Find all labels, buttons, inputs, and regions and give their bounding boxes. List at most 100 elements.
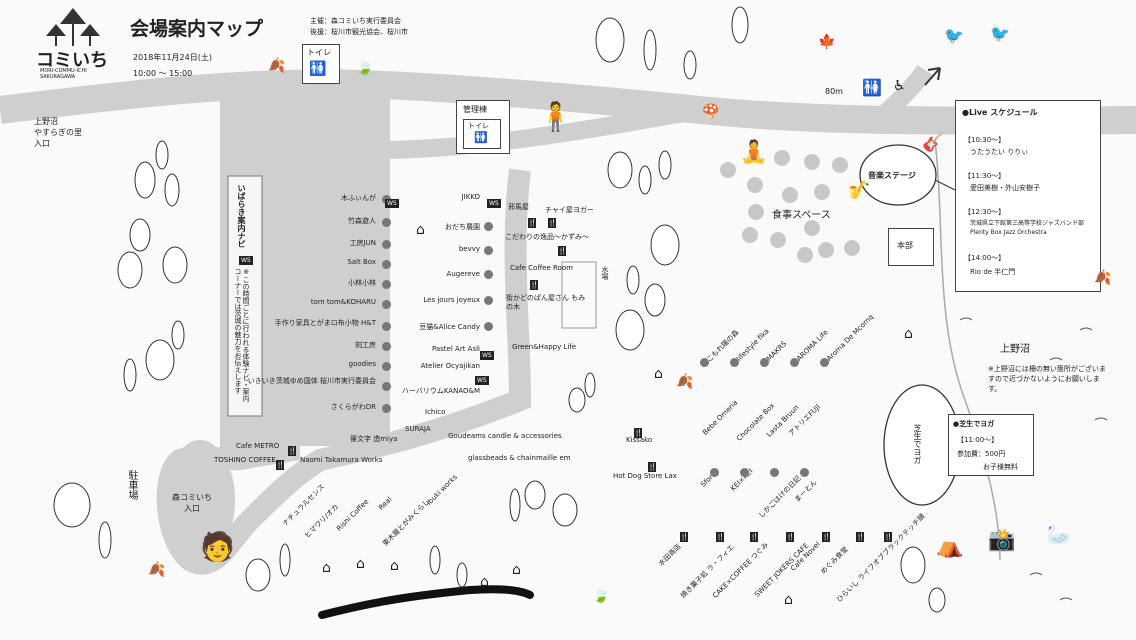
live-slot-name: うたうたい りりぃ bbox=[970, 148, 1029, 156]
live-slot-name: 茨城県立下館第三高等学校ジャズバンド部 Plenty Box Jazz Orch… bbox=[970, 220, 1085, 236]
vendor-mid[interactable]: おだち農園 bbox=[445, 223, 480, 231]
food-icon: 🍴 bbox=[634, 427, 643, 438]
food-space-label: 食事スペース bbox=[772, 210, 831, 221]
vendor-bottom[interactable]: glassbeads & chainmaille em bbox=[468, 454, 571, 462]
logo-trees-icon bbox=[46, 8, 100, 46]
vendor-mid[interactable]: Pastel Art Asli bbox=[431, 345, 480, 353]
vendor-dot bbox=[382, 342, 391, 351]
food-icon: 🍴 bbox=[822, 531, 831, 542]
booth-icon: ⌂ bbox=[904, 326, 913, 342]
toilet-box: トイレ 🚻 bbox=[302, 44, 340, 84]
vendor-mid[interactable]: Ichico bbox=[425, 408, 446, 416]
vendor-dot bbox=[382, 300, 391, 309]
food-vendor[interactable]: 邪馬屋 bbox=[508, 203, 529, 211]
distance-label: 80m bbox=[825, 87, 843, 96]
vendor-left[interactable]: 木ふぃんが bbox=[341, 194, 376, 202]
vendor-bottom[interactable]: Naomi Takamura Works bbox=[300, 456, 383, 464]
vendor-left[interactable]: 工房JUN bbox=[349, 239, 376, 247]
food-vendor[interactable]: Cafe Coffee Room bbox=[510, 264, 573, 272]
ws-tag-label: WS bbox=[480, 351, 494, 360]
ws-tag: WS bbox=[477, 345, 494, 364]
vendor-left[interactable]: 小林小林 bbox=[348, 279, 376, 287]
cafe-vendor[interactable]: Cafe METRO bbox=[236, 442, 280, 450]
vendor-mid[interactable]: Les jours joyeux bbox=[423, 296, 480, 304]
leaf-icon: 🍃 bbox=[356, 60, 374, 76]
vendor-mid[interactable]: bevvy bbox=[458, 245, 480, 253]
vendor-left[interactable]: Salt Box bbox=[347, 258, 376, 266]
vendor-dot bbox=[382, 404, 391, 413]
ws-tag: WS bbox=[472, 370, 489, 389]
vendor-mid[interactable]: SURAJA bbox=[405, 425, 431, 433]
vendor-dot bbox=[484, 222, 493, 231]
food-vendor[interactable]: チャイ屋ヨガー bbox=[545, 206, 594, 214]
pond-note: ※上野沼には柵の無い箇所がございますので近づかないようにお願いします。 bbox=[988, 365, 1106, 393]
left-entrance-label: 上野沼 やすらぎの里 入口 bbox=[34, 117, 82, 148]
vendor-dot bbox=[820, 358, 829, 367]
booth-icon: ⌂ bbox=[654, 366, 663, 382]
booth-icon: ⌂ bbox=[390, 558, 399, 574]
bird-icon: 🐦 bbox=[944, 26, 964, 45]
vendor-bottom[interactable]: Goudeams candle & accessories bbox=[448, 432, 562, 440]
vendor-left[interactable]: goodies bbox=[348, 360, 376, 368]
photographer-icon: 📸 bbox=[988, 528, 1016, 553]
vendor-dot bbox=[730, 358, 739, 367]
event-time: 10:00 〜 15:00 bbox=[133, 69, 193, 78]
vendor-bottom[interactable]: 篠文字 造miya bbox=[350, 435, 398, 443]
yoga-bubble-label: 芝生でヨガ bbox=[913, 424, 922, 464]
vendor-right-lower[interactable]: Hot Dog Store Lax bbox=[613, 472, 677, 480]
vendor-dot bbox=[382, 362, 391, 371]
booth-icon: ⌂ bbox=[416, 222, 425, 238]
yoga-title: ●芝生でヨガ bbox=[953, 420, 995, 428]
ws-tag-label: WS bbox=[385, 199, 399, 208]
kanri-label: 管理棟 bbox=[463, 105, 487, 114]
vendor-mid[interactable]: ハーバリウムKANAO&M bbox=[401, 387, 480, 395]
vendor-left[interactable]: 竹森遊人 bbox=[348, 217, 376, 225]
food-vendor[interactable]: Green&Happy Life bbox=[512, 343, 577, 351]
accessible-toilet-icon: ♿ bbox=[893, 78, 906, 94]
ws-tag: WS bbox=[236, 250, 253, 269]
vendor-dot bbox=[800, 468, 809, 477]
vendor-mid[interactable]: Augereve bbox=[446, 270, 480, 278]
bird-icon: 🐦 bbox=[990, 24, 1010, 43]
vendor-left[interactable]: 手作り家具とがまロ布小物 H&T bbox=[274, 319, 376, 327]
restroom-icon: 🚻 bbox=[862, 78, 882, 97]
vendor-dot bbox=[382, 260, 391, 269]
organizer: 主催：森コミいち実行委員会 bbox=[310, 17, 401, 25]
vendor-dot bbox=[382, 322, 391, 331]
food-icon: 🍴 bbox=[856, 531, 865, 542]
vendor-left[interactable]: tom tom&KOHARU bbox=[310, 298, 376, 306]
toilet-icon: 🚻 bbox=[309, 61, 327, 77]
ws-tag: WS bbox=[484, 193, 501, 212]
vendor-mid[interactable]: JIKKO bbox=[461, 193, 480, 201]
food-icon: 🍴 bbox=[786, 531, 795, 542]
leaf-icon: 🍃 bbox=[592, 588, 610, 604]
vendor-mid[interactable]: 豆猫&Alice Candy bbox=[419, 323, 480, 331]
ws-tag-label: WS bbox=[239, 256, 253, 265]
food-icon: 🍴 bbox=[530, 279, 539, 290]
food-icon: 🍴 bbox=[548, 217, 557, 228]
leaf-icon: 🍁 bbox=[818, 34, 836, 50]
vendor-dot bbox=[710, 468, 719, 477]
vendor-left[interactable]: いきいき茨城ゆめ国体 桜川市実行委員会 bbox=[247, 377, 376, 385]
vendor-dot bbox=[382, 382, 391, 391]
booth-icon: ⌂ bbox=[480, 574, 489, 590]
vendor-right-lower[interactable]: Kissako bbox=[626, 436, 653, 444]
logo-sub: MORI-COMMU-ICHI SAKURAGAWA bbox=[40, 68, 87, 80]
ws-tag: WS bbox=[382, 193, 399, 212]
food-vendor[interactable]: 街かどのぱん屋さん もみの木 bbox=[506, 294, 586, 311]
yoga-fee: 参加費：500円 bbox=[957, 450, 1006, 458]
swan-icon: 🦢 bbox=[1046, 522, 1071, 546]
vendor-dot bbox=[382, 218, 391, 227]
booth-icon: ⌂ bbox=[512, 562, 521, 578]
cafe-vendor[interactable]: TOSHINO COFFEE bbox=[214, 456, 276, 464]
live-slot-time: 【11:30〜】 bbox=[964, 172, 1006, 180]
food-icon: 🍴 bbox=[680, 531, 689, 542]
vendor-left[interactable]: さくらがわDR bbox=[330, 403, 376, 411]
food-vendor[interactable]: こだわりの逸品〜かずみ〜 bbox=[505, 233, 589, 241]
person-icon: 🧍 bbox=[538, 100, 573, 133]
vendor-mid[interactable]: Atelier Ocyajikan bbox=[420, 362, 480, 370]
food-icon: 🍴 bbox=[648, 461, 657, 472]
vendor-left[interactable]: 刻工房 bbox=[355, 341, 376, 349]
mushroom-icon: 🍄 bbox=[702, 104, 720, 120]
